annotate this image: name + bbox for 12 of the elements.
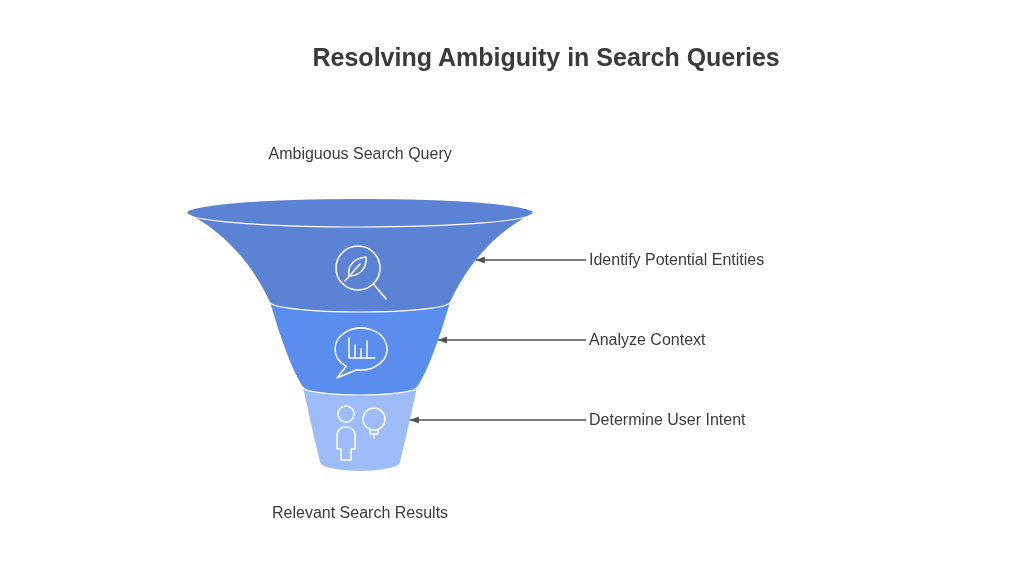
funnel-bottom-label: Relevant Search Results	[272, 503, 449, 523]
arrow	[409, 416, 587, 424]
title: Resolving Ambiguity in Search Queries	[312, 42, 780, 72]
funnel-section	[186, 198, 534, 313]
funnel-top-label: Ambiguous Search Query	[268, 144, 452, 164]
step-label: Analyze Context	[589, 330, 706, 350]
funnel-section	[269, 301, 451, 396]
step-label: Determine User Intent	[589, 410, 746, 430]
arrow	[437, 336, 587, 344]
arrow	[475, 256, 587, 264]
step-label: Identify Potential Entities	[589, 250, 765, 270]
funnel-section	[302, 386, 418, 472]
